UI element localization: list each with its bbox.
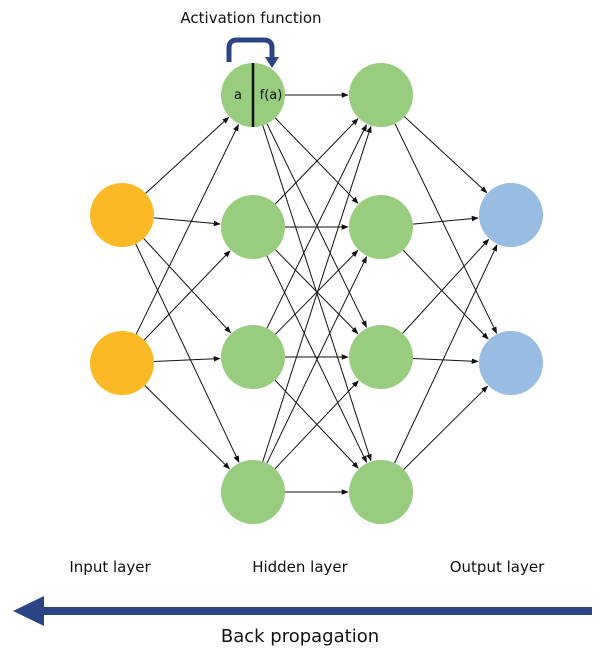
edge-hidden2-1-to-output-0 — [412, 215, 479, 225]
neuron-nodes — [90, 63, 543, 524]
edge-input-0-to-hidden1-1 — [153, 217, 221, 227]
connection-edges — [135, 92, 498, 495]
neuron-hidden2-1 — [349, 195, 413, 259]
edge-hidden1-3-to-hidden2-0 — [262, 125, 372, 462]
back-propagation-label: Back propagation — [221, 626, 379, 647]
edge-input-1-to-hidden1-2 — [153, 355, 221, 362]
neuron-input-0 — [90, 183, 154, 247]
edge-hidden2-2-to-output-0 — [402, 238, 490, 334]
layer-label-input: Input layer — [69, 558, 151, 576]
edge-hidden2-0-to-output-1 — [394, 123, 498, 334]
edge-hidden2-1-to-output-1 — [402, 249, 489, 340]
edge-input-0-to-hidden1-2 — [143, 238, 232, 334]
neuron-output-0 — [479, 183, 543, 247]
neuron-hidden1-1 — [221, 195, 285, 259]
edge-hidden1-3-to-hidden2-2 — [274, 380, 359, 470]
neuron-hidden1-2 — [221, 325, 285, 389]
edge-hidden2-0-to-output-0 — [404, 116, 488, 194]
neuron-output-label: f(a) — [260, 88, 283, 103]
edge-input-1-to-hidden1-1 — [143, 250, 231, 341]
edge-hidden1-3-to-hidden2-1 — [266, 256, 368, 464]
activation-detail: a f(a) — [226, 37, 283, 127]
neuron-hidden2-0 — [349, 63, 413, 127]
neuron-output-1 — [479, 331, 543, 395]
back-propagation-shaft — [34, 607, 592, 615]
edge-hidden2-2-to-output-1 — [412, 358, 479, 365]
edge-input-1-to-hidden1-3 — [144, 385, 230, 470]
back-propagation-arrow — [13, 596, 592, 626]
edge-hidden1-2-to-hidden2-1 — [275, 250, 359, 335]
edge-input-0-to-hidden1-3 — [135, 243, 240, 463]
activation-function-title: Activation function — [180, 9, 321, 27]
neuron-input-label: a — [234, 88, 242, 103]
edge-input-0-to-hidden1-0 — [145, 116, 230, 194]
activation-loop-arrowhead — [265, 57, 279, 68]
neuron-input-1 — [90, 331, 154, 395]
back-propagation-arrowhead — [13, 596, 44, 626]
edge-hidden1-1-to-hidden2-0 — [274, 118, 359, 205]
neuron-hidden1-3 — [221, 460, 285, 524]
activation-loop-arrow — [226, 37, 275, 62]
neuron-hidden2-3 — [349, 460, 413, 524]
layer-label-output: Output layer — [450, 558, 545, 576]
neuron-hidden2-2 — [349, 325, 413, 389]
edge-hidden1-2-to-hidden2-0 — [266, 124, 367, 329]
edge-hidden2-3-to-output-1 — [403, 385, 489, 470]
edge-input-1-to-hidden1-0 — [135, 123, 239, 335]
layer-label-hidden: Hidden layer — [252, 558, 348, 576]
edge-hidden2-3-to-output-0 — [394, 244, 498, 464]
